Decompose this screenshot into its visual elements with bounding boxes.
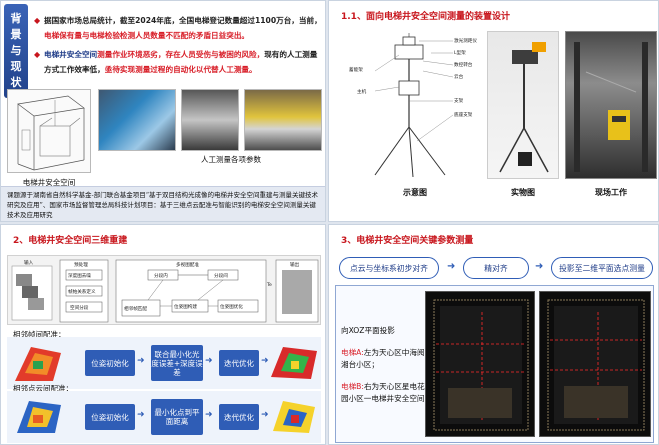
panel-title: 1.1、面向电梯井安全空间测量的装置设计: [341, 12, 510, 22]
diagram-label: 云台: [454, 73, 464, 80]
diagram-label: L型架: [454, 49, 466, 56]
step-pose-init: 位姿初始化: [85, 350, 135, 376]
pipe-te: Te: [266, 282, 272, 288]
caption-manual: 人工测量各项参数: [201, 155, 261, 164]
elevator-b-label: 电梯B:: [341, 382, 364, 391]
label-device: 实物图: [511, 188, 535, 197]
pipe-item: 空间分段: [70, 304, 89, 311]
diagram-label: 激光测距仪: [454, 37, 477, 44]
step-pose-init: 位姿初始化: [85, 404, 135, 430]
pipe-item: 位姿图构建: [174, 303, 197, 310]
pointcloud-elevator-b: [539, 291, 651, 437]
pointcloud-elevator-a: [425, 291, 535, 437]
flow2-title: 相邻点云间配准：: [13, 384, 73, 393]
bullet-2: ◆ 电梯井安全空间测量作业环境恶劣，存在人员受伤与被困的风险，现有的人工测量方式…: [34, 47, 324, 77]
measurement-panel: 3、电梯井安全空间关键参数测量 点云与坐标系初步对齐 ➜ 精对齐 ➜ 投影至二维…: [328, 224, 659, 445]
label-site: 现场工作: [595, 188, 627, 197]
pipe-item: 深度图去噪: [68, 272, 91, 279]
shaft-photo-1: [98, 89, 176, 151]
shaft-photo-3: [244, 89, 322, 151]
device-schematic: 激光测距仪 L型架 数控转台 云台 支架 蓄能架 主机 底座支架: [349, 33, 477, 178]
step-iterate: 迭代优化: [219, 350, 259, 376]
diamond-icon: ◆: [34, 16, 41, 25]
pipe-input: 输入: [24, 259, 34, 266]
flow1-title: 相邻帧间配准：: [13, 330, 66, 339]
pipe-registration: 多视图配准: [176, 261, 199, 268]
device-photo: [487, 31, 559, 179]
pipe-item: 相邻帧匹配: [124, 305, 147, 312]
arrow-right-icon: ➜: [261, 356, 269, 366]
panel-title: 2、电梯井安全空间三维重建: [13, 236, 128, 246]
panel-title: 3、电梯井安全空间关键参数测量: [341, 236, 474, 246]
diagram-label: 蓄能架: [349, 66, 363, 73]
arrow-right-icon: ➜: [137, 356, 145, 366]
pipe-item: 位姿图优化: [220, 303, 243, 310]
funding-note: 课题源于湖南省自然科学基金-部门联合基金项目“基于双目结构光成像的电梯井安全空间…: [1, 186, 325, 221]
step-minimize: 最小化点到平面距离: [151, 399, 203, 435]
measure-steps: 点云与坐标系初步对齐 ➜ 精对齐 ➜ 投影至二维平面选点测量: [339, 257, 655, 279]
pipe-item: 分段内: [154, 272, 168, 279]
result-description: 向XOZ平面投影 电梯A:左为天心区中海阅湘台小区； 电梯B:右为天心区星电花园…: [341, 325, 425, 415]
bullet-list: ◆ 据国家市场总局统计，截至2024年底，全国电梯登记数量超过1100万台，当前…: [34, 13, 324, 81]
elevator-shaft-drawing: [7, 89, 91, 173]
flow2: 位姿初始化 ➜ 最小化点到平面距离 ➜ 迭代优化 ➜: [7, 391, 321, 443]
shaft-svg: [17, 95, 85, 171]
arrow-right-icon: ➜: [205, 356, 213, 366]
arrow-right-icon: ➜: [261, 410, 269, 420]
diamond-icon: ◆: [34, 50, 41, 59]
elevator-a-text: 左为天心区中海阅湘台小区；: [341, 348, 425, 369]
texture-thumb: [17, 401, 61, 433]
reconstruction-panel: 2、电梯井安全空间三维重建 输入 预处理 深度图去噪: [0, 224, 326, 445]
arrow-right-icon: ➜: [137, 410, 145, 420]
flow1: 位姿初始化 ➜ 联合最小化光度误差+深度误差 ➜ 迭代优化 ➜: [7, 337, 321, 389]
step-minimize: 联合最小化光度误差+深度误差: [151, 345, 203, 381]
step-iterate: 迭代优化: [219, 404, 259, 430]
step-coarse-align: 点云与坐标系初步对齐: [339, 257, 439, 279]
projection-text: 向XOZ平面投影: [341, 326, 395, 335]
diagram-label: 支架: [454, 97, 464, 104]
elevator-a-label: 电梯A:: [341, 348, 364, 357]
background-panel: 背 景 与 现 状 ◆ 据国家市场总局统计，截至2024年底，全国电梯登记数量超…: [0, 0, 326, 222]
caption-shaft: 电梯井安全空间: [22, 178, 76, 187]
label-schematic: 示意图: [403, 188, 427, 197]
arrow-right-icon: ➜: [535, 261, 544, 272]
pipe-item: 帧帕关系定义: [68, 288, 96, 295]
side-title: 背 景 与 现 状: [4, 4, 28, 98]
bullet-1: ◆ 据国家市场总局统计，截至2024年底，全国电梯登记数量超过1100万台，当前…: [34, 13, 324, 43]
diagram-label: 数控转台: [454, 61, 473, 68]
diagram-label: 底座支架: [454, 111, 473, 118]
step-fine-align: 精对齐: [463, 257, 529, 279]
diagram-label: 主机: [357, 88, 367, 95]
pipe-output: 输出: [290, 261, 300, 268]
arrow-right-icon: ➜: [447, 261, 456, 272]
step-project-measure: 投影至二维平面选点测量: [551, 257, 653, 279]
texture-thumb: [271, 347, 317, 379]
arrow-right-icon: ➜: [205, 410, 213, 420]
texture-thumb: [15, 347, 61, 381]
pipe-preprocess: 预处理: [74, 261, 88, 268]
elevator-b-text: 右为天心区星电花园小区一电梯井安全空间: [341, 382, 425, 403]
pipe-item: 分段间: [214, 272, 228, 279]
texture-thumb: [273, 401, 315, 433]
device-panel: 1.1、面向电梯井安全空间测量的装置设计 激光测距仪 L型架 数控转台 云台 支…: [328, 0, 659, 222]
site-work-photo: [565, 31, 657, 179]
shaft-photo-2: [181, 89, 239, 151]
pipeline-diagram: 输入 预处理 深度图去噪 帧帕关系定义 空间分段 多视图配准 分段内 分段间 相…: [7, 255, 321, 325]
